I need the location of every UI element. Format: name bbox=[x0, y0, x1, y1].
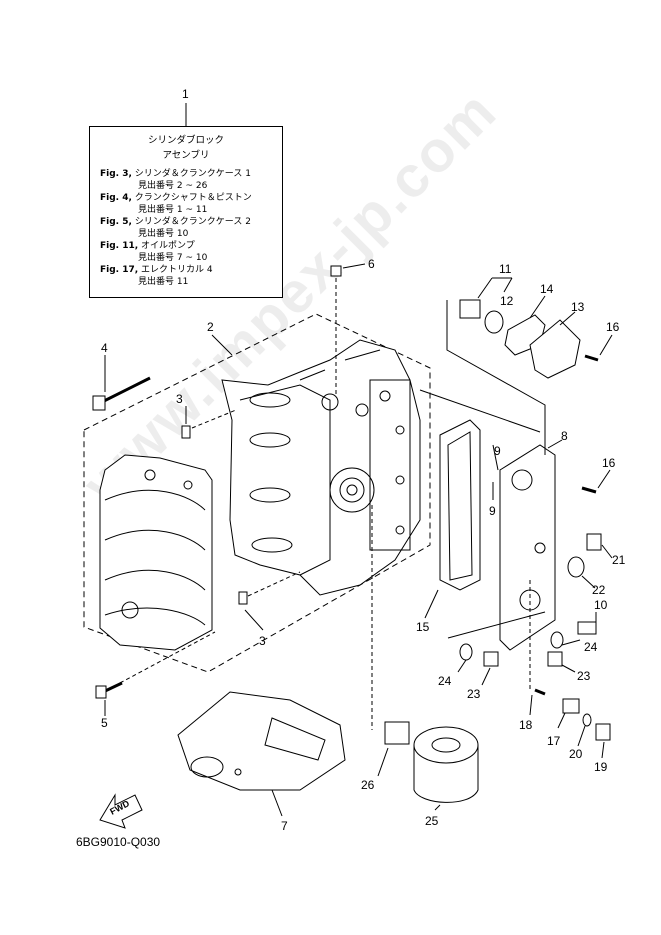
bolt-23a bbox=[547, 651, 563, 667]
bolt-5 bbox=[95, 631, 216, 716]
bolt-23b bbox=[483, 651, 499, 667]
thermostat-cover-13 bbox=[529, 319, 581, 379]
plug-11 bbox=[459, 277, 513, 319]
o-ring-20 bbox=[582, 713, 592, 727]
bolt-18 bbox=[534, 688, 546, 696]
callout-14: 14 bbox=[540, 282, 554, 296]
ref-entry: Fig. 5, シリンダ＆クランクケース 2 見出番号 10 bbox=[100, 216, 282, 240]
gasket-7 bbox=[177, 691, 346, 817]
ref-entry: Fig. 4, クランクシャフト＆ピストン 見出番号 1 ~ 11 bbox=[100, 192, 282, 216]
plug-21 bbox=[586, 533, 602, 551]
ref-text: オイルポンプ bbox=[141, 241, 195, 251]
union-bolt-26 bbox=[384, 721, 410, 745]
callout-23: 23 bbox=[577, 669, 591, 683]
leader-2 bbox=[211, 334, 233, 356]
washer-24a bbox=[550, 631, 564, 649]
callout-5: 5 bbox=[101, 716, 108, 730]
callout-20: 20 bbox=[569, 747, 583, 761]
callout-26: 26 bbox=[361, 778, 375, 792]
callout-23b: 23 bbox=[467, 687, 481, 701]
oil-filter-25 bbox=[413, 726, 479, 811]
callout-22: 22 bbox=[592, 583, 606, 597]
callout-8: 8 bbox=[561, 429, 568, 443]
callout-11: 11 bbox=[499, 262, 512, 276]
callout-18: 18 bbox=[519, 718, 533, 732]
ref-entry: Fig. 17, エレクトリカル 4 見出番号 11 bbox=[100, 264, 282, 288]
plug-6 bbox=[330, 263, 366, 395]
ref-sub: 見出番号 7 ~ 10 bbox=[138, 253, 208, 263]
plug-19 bbox=[595, 723, 611, 741]
callout-3: 3 bbox=[176, 392, 183, 406]
ref-sub: 見出番号 2 ~ 26 bbox=[138, 181, 208, 191]
bolt-16a bbox=[584, 334, 613, 362]
ref-text: エレクトリカル 4 bbox=[141, 265, 213, 275]
gasket-15 bbox=[424, 419, 481, 619]
ref-sub: 見出番号 11 bbox=[138, 277, 189, 287]
cover-8 bbox=[499, 439, 563, 651]
fitting-10 bbox=[577, 612, 597, 635]
callout-1: 1 bbox=[182, 87, 189, 101]
ref-sub: 見出番号 1 ~ 11 bbox=[138, 205, 208, 215]
leader-3b bbox=[244, 609, 264, 631]
assembly-dashed-outline bbox=[83, 313, 431, 673]
callout-16b: 16 bbox=[602, 456, 616, 470]
ref-fig: Fig. 3, bbox=[100, 169, 132, 179]
ref-fig: Fig. 17, bbox=[100, 265, 139, 275]
callout-4: 4 bbox=[101, 341, 108, 355]
callout-16: 16 bbox=[606, 320, 620, 334]
washer-24b bbox=[459, 643, 473, 661]
cylinder-block bbox=[221, 339, 421, 596]
ref-text: シリンダ＆クランクケース 1 bbox=[134, 169, 251, 179]
callout-6: 6 bbox=[368, 257, 375, 271]
callout-24: 24 bbox=[584, 640, 598, 654]
callout-9b: 9 bbox=[489, 504, 496, 518]
ref-fig: Fig. 5, bbox=[100, 217, 132, 227]
crankcase bbox=[99, 454, 213, 651]
ref-fig: Fig. 11, bbox=[100, 241, 139, 251]
callout-10: 10 bbox=[594, 598, 608, 612]
ref-sub: 見出番号 10 bbox=[138, 229, 189, 239]
callout-21: 21 bbox=[612, 553, 626, 567]
callout-25: 25 bbox=[425, 814, 439, 828]
ref-title-1: シリンダブロック bbox=[147, 135, 224, 146]
ref-fig: Fig. 4, bbox=[100, 193, 132, 203]
ref-list: Fig. 3, シリンダ＆クランクケース 1 見出番号 2 ~ 26 Fig. … bbox=[100, 168, 282, 288]
fwd-arrow bbox=[99, 793, 143, 829]
callout-2: 2 bbox=[207, 320, 214, 334]
bolt-16b bbox=[581, 469, 611, 494]
ref-title-2: アセンブリ bbox=[162, 150, 210, 161]
callout-13: 13 bbox=[571, 300, 585, 314]
callout-12: 12 bbox=[500, 294, 514, 308]
bolt-4 bbox=[92, 355, 151, 411]
dowel-pin-3b bbox=[238, 591, 248, 605]
gasket-22 bbox=[567, 556, 585, 578]
callout-3b: 3 bbox=[259, 634, 266, 648]
o-ring-12 bbox=[484, 310, 504, 334]
callout-15: 15 bbox=[416, 620, 430, 634]
callout-9: 9 bbox=[494, 444, 501, 458]
sleeve-17 bbox=[562, 698, 580, 714]
ref-text: シリンダ＆クランクケース 2 bbox=[134, 217, 251, 227]
dowel-pin-3a bbox=[181, 425, 191, 439]
ref-entry: Fig. 3, シリンダ＆クランクケース 1 見出番号 2 ~ 26 bbox=[100, 168, 282, 192]
callout-7: 7 bbox=[281, 819, 288, 833]
document-code: 6BG9010-Q030 bbox=[76, 835, 161, 849]
ref-entry: Fig. 11, オイルポンプ 見出番号 7 ~ 10 bbox=[100, 240, 282, 264]
callout-24b: 24 bbox=[438, 674, 452, 688]
reference-box: シリンダブロック アセンブリ Fig. 3, シリンダ＆クランクケース 1 見出… bbox=[89, 126, 283, 298]
callout-19: 19 bbox=[594, 760, 608, 774]
ref-text: クランクシャフト＆ピストン bbox=[134, 193, 252, 203]
callout-17: 17 bbox=[547, 734, 561, 748]
